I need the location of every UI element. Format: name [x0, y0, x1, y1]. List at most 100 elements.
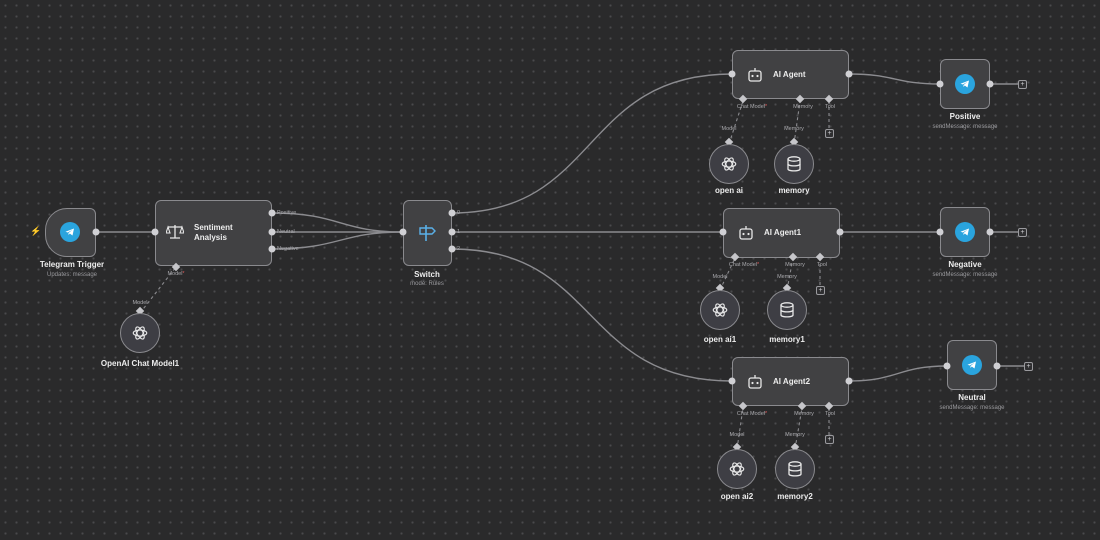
openai-icon: [132, 326, 148, 340]
output-handle[interactable]: [986, 228, 994, 236]
node-memory[interactable]: [774, 144, 814, 184]
openai-icon: [712, 303, 728, 317]
output-handle-2[interactable]: [448, 245, 456, 253]
port-label: Model: [721, 126, 737, 132]
input-handle[interactable]: [399, 228, 407, 236]
add-node-button[interactable]: +: [1024, 362, 1033, 371]
edge-agent2-neutral[interactable]: [848, 365, 948, 382]
edge-positive-switch[interactable]: [271, 212, 404, 233]
input-handle[interactable]: [936, 80, 944, 88]
link-openai-agent: [728, 100, 744, 145]
telegram-icon: [955, 222, 975, 242]
node-ai-agent1[interactable]: AI Agent1: [723, 208, 840, 258]
port-label-memory: Memory: [794, 411, 814, 417]
node-title: Neutral: [958, 393, 986, 402]
node-subtitle: sendMessage: message: [932, 272, 998, 278]
output-handle-negative[interactable]: [268, 245, 276, 253]
node-ai-agent[interactable]: AI Agent: [732, 50, 849, 99]
input-handle[interactable]: [936, 228, 944, 236]
node-neutral[interactable]: [947, 340, 997, 390]
node-openai-chat-model1[interactable]: [120, 313, 160, 353]
node-title: AI Agent: [773, 70, 806, 79]
output-handle[interactable]: [845, 377, 853, 385]
node-subtitle: sendMessage: message: [932, 124, 998, 130]
output-label-2: 2: [457, 246, 461, 252]
node-title-line2: Analysis: [194, 233, 227, 242]
node-sentiment-analysis[interactable]: Sentiment Analysis: [155, 200, 272, 266]
robot-icon: [739, 226, 753, 240]
output-handle[interactable]: [836, 228, 844, 236]
node-telegram-trigger[interactable]: [45, 208, 96, 257]
node-negative[interactable]: [940, 207, 990, 257]
output-handle[interactable]: [993, 362, 1001, 370]
port-label-tool: Tool: [816, 262, 828, 268]
output-handle-neutral[interactable]: [268, 228, 276, 236]
node-title: open ai1: [703, 335, 737, 344]
port-label: Model: [132, 300, 148, 306]
input-handle[interactable]: [943, 362, 951, 370]
output-label-positive: Positive: [277, 210, 297, 216]
telegram-icon: [60, 222, 80, 242]
node-title: open ai2: [720, 492, 754, 501]
lightning-icon: ⚡: [30, 226, 42, 236]
edge-switch-agent[interactable]: [451, 73, 733, 214]
node-title: Negative: [948, 260, 982, 269]
node-subtitle: Updates: message: [46, 272, 98, 278]
edge-agent-positive[interactable]: [848, 73, 941, 85]
scale-icon: [166, 225, 184, 239]
node-switch[interactable]: [403, 200, 452, 266]
port-label: Memory: [777, 274, 797, 280]
port-label-memory: Memory: [785, 262, 805, 268]
add-tool-button[interactable]: +: [816, 286, 825, 295]
output-handle[interactable]: [92, 228, 100, 236]
robot-icon: [748, 375, 762, 389]
input-handle[interactable]: [151, 228, 159, 236]
input-handle[interactable]: [728, 70, 736, 78]
output-handle[interactable]: [986, 80, 994, 88]
output-label-1: 1: [457, 229, 461, 235]
output-handle-1[interactable]: [448, 228, 456, 236]
port-label-chat-model: Chat Model*: [736, 104, 768, 110]
port-label: Model: [712, 274, 728, 280]
node-memory1[interactable]: [767, 290, 807, 330]
add-node-button[interactable]: +: [1018, 228, 1027, 237]
signpost-icon: [419, 225, 436, 241]
output-handle-0[interactable]: [448, 209, 456, 217]
node-title: OpenAI Chat Model1: [100, 359, 180, 368]
robot-icon: [748, 68, 762, 82]
output-handle[interactable]: [845, 70, 853, 78]
edge-switch-agent2[interactable]: [451, 248, 733, 382]
node-title: open ai: [714, 186, 744, 195]
add-tool-button[interactable]: +: [825, 129, 834, 138]
node-subtitle: sendMessage: message: [939, 405, 1005, 411]
node-positive[interactable]: [940, 59, 990, 109]
node-ai-agent2[interactable]: AI Agent2: [732, 357, 849, 406]
node-title: Telegram Trigger: [39, 260, 105, 269]
openai-icon: [721, 157, 737, 171]
node-open-ai1[interactable]: [700, 290, 740, 330]
edge-negative-switch[interactable]: [271, 231, 404, 250]
node-open-ai2[interactable]: [717, 449, 757, 489]
node-memory2[interactable]: [775, 449, 815, 489]
add-node-button[interactable]: +: [1018, 80, 1027, 89]
node-title: AI Agent1: [764, 228, 802, 237]
node-title: memory1: [769, 335, 805, 344]
openai-icon: [729, 462, 745, 476]
input-handle[interactable]: [728, 377, 736, 385]
telegram-icon: [962, 355, 982, 375]
database-icon: [788, 461, 802, 477]
node-subtitle: mode: Rules: [410, 281, 444, 287]
output-handle-positive[interactable]: [268, 209, 276, 217]
output-label-negative: Negative: [277, 246, 299, 252]
node-title: Positive: [949, 112, 981, 121]
add-tool-button[interactable]: +: [825, 435, 834, 444]
link-openai-sentiment: [139, 266, 177, 314]
port-label-tool: Tool: [824, 411, 836, 417]
input-handle[interactable]: [719, 228, 727, 236]
node-open-ai[interactable]: [709, 144, 749, 184]
telegram-icon: [955, 74, 975, 94]
port-label-model: Model*: [167, 271, 185, 277]
port-label: Memory: [785, 432, 805, 438]
